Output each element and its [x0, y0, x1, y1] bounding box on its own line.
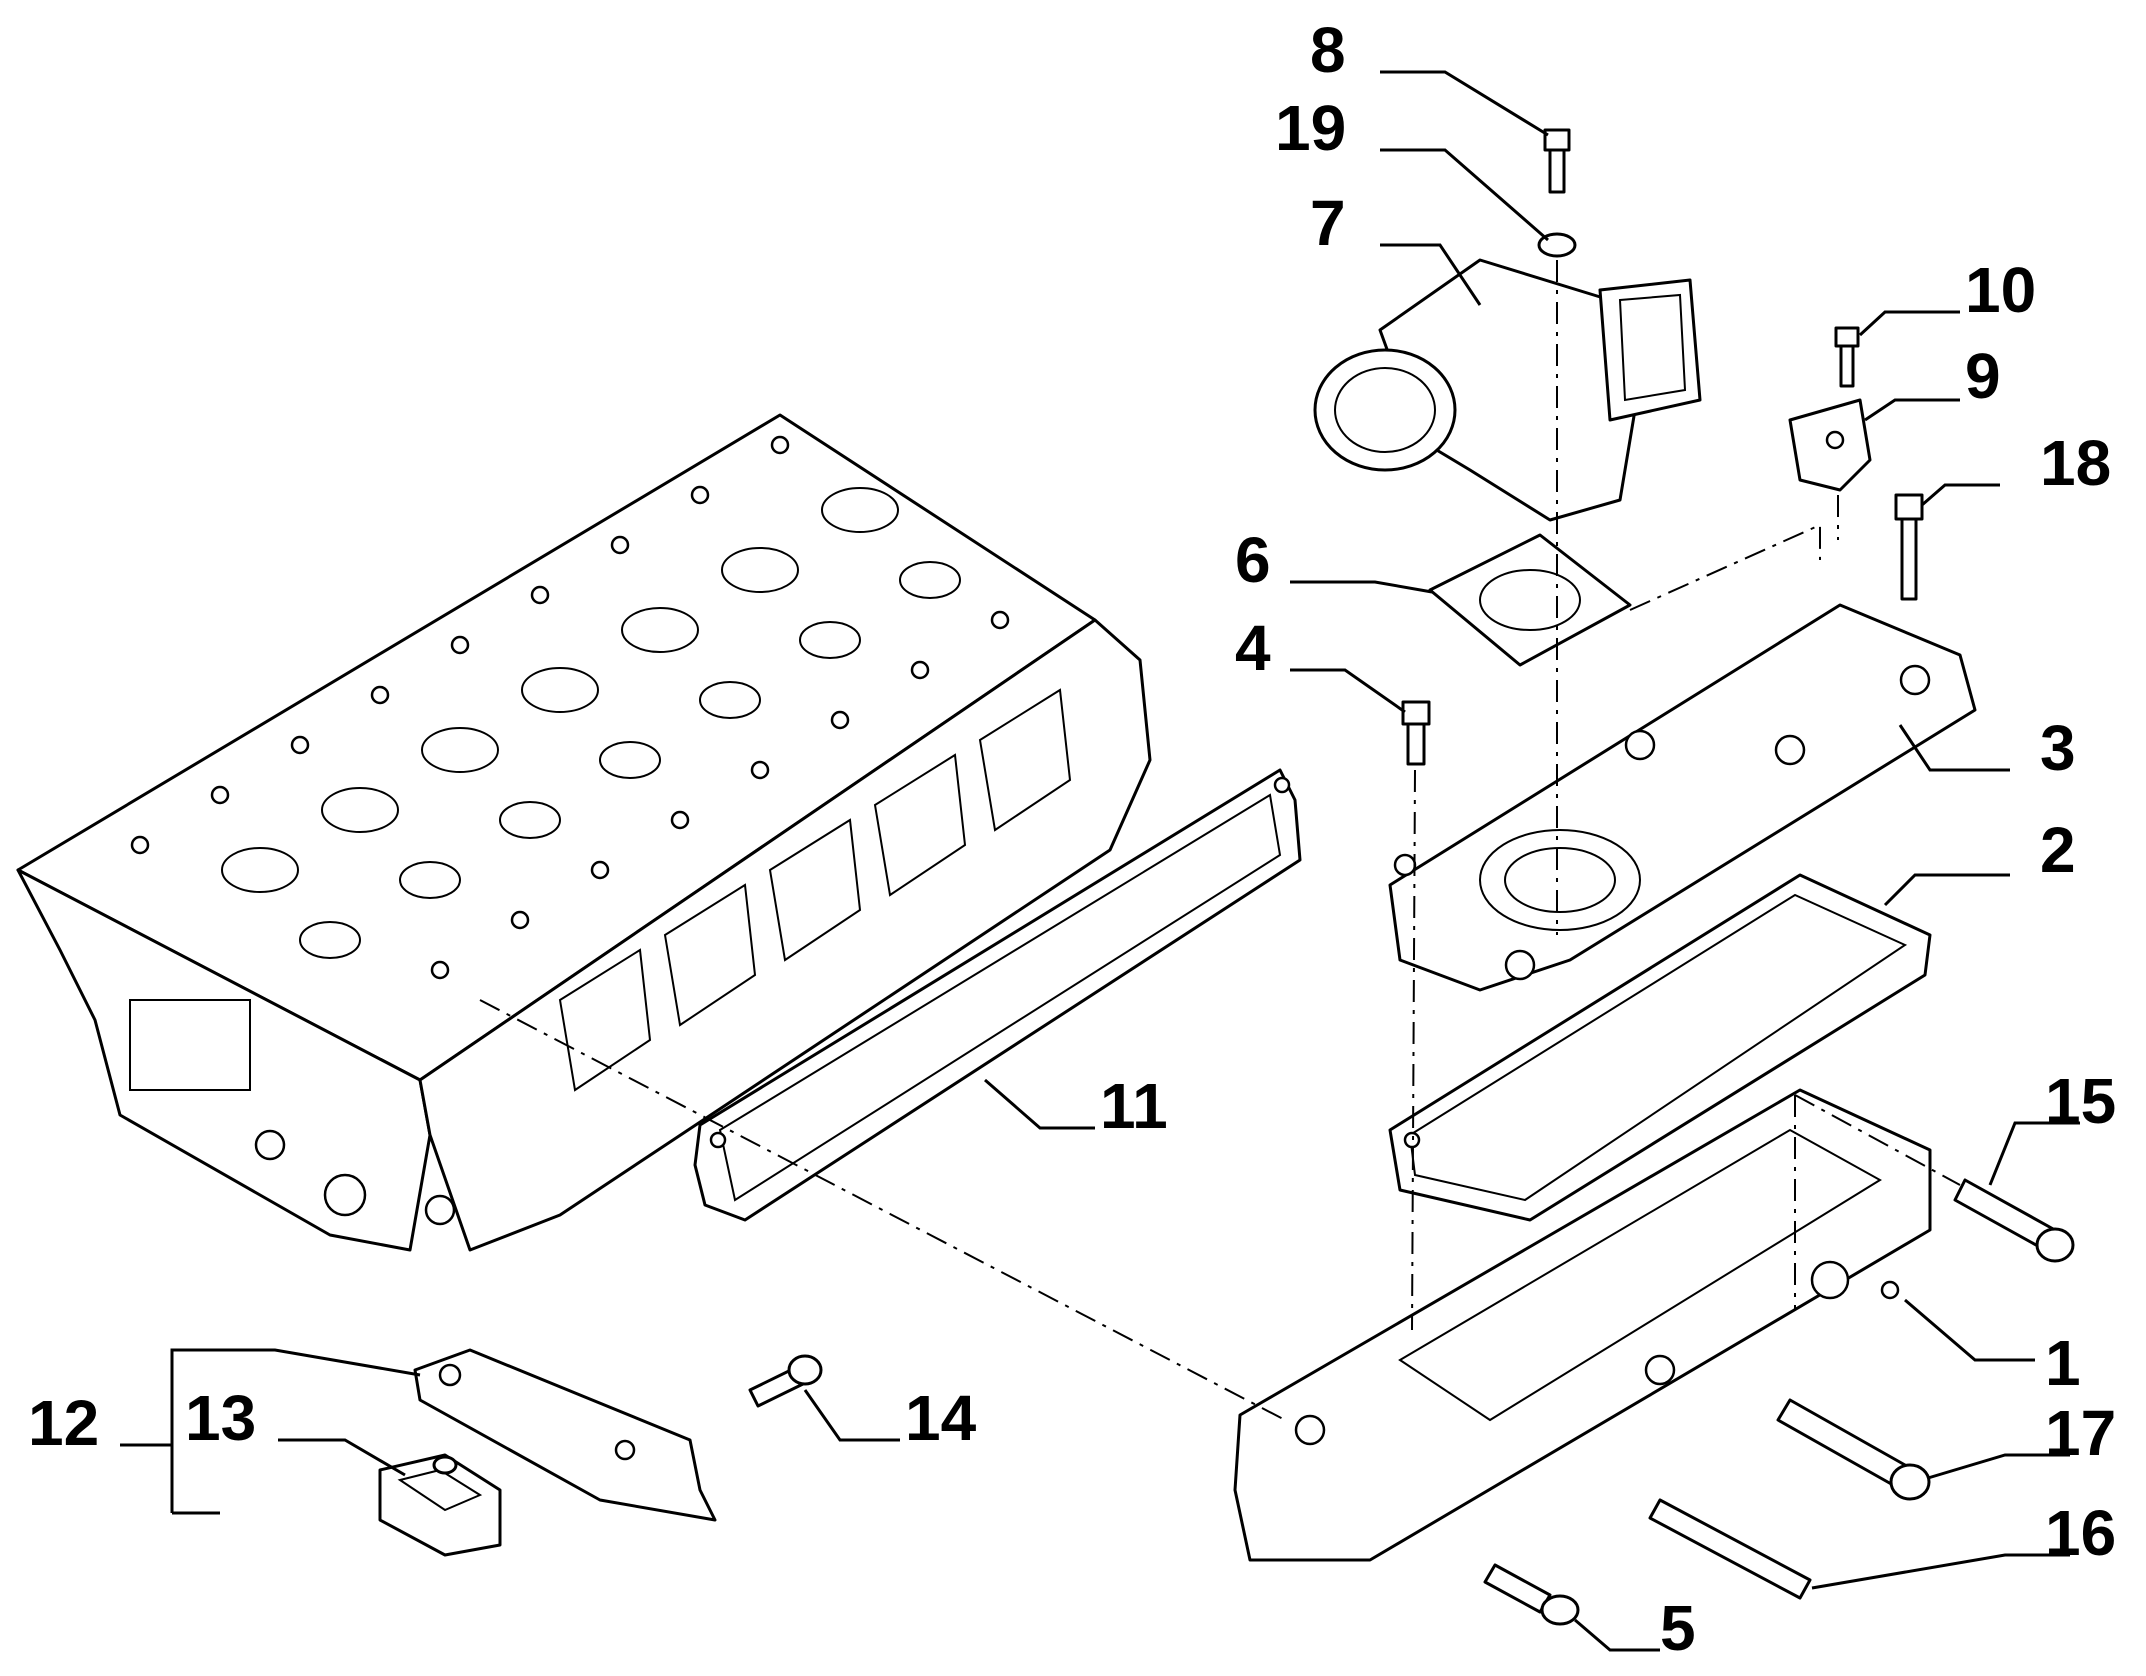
leader-19: [1380, 148, 1549, 242]
clip-13: [378, 1453, 502, 1557]
intake-ports: [558, 688, 1072, 1092]
leader-16: [1811, 1553, 2070, 1590]
leader-5: [1574, 1618, 1660, 1652]
callout-18: 18: [2040, 427, 2111, 499]
bracket-12: [413, 1348, 717, 1522]
intake-gasket-11: [693, 768, 1302, 1222]
callout-labels: 1 2 3 4 5 6 7 8 9 10 11 12 13 14 15 16 1…: [28, 14, 2116, 1664]
callout-2: 2: [2040, 814, 2076, 886]
leader-4: [1290, 668, 1406, 714]
leader-6: [1290, 580, 1433, 594]
bolt-17: [1776, 1398, 1931, 1501]
leader-17: [1927, 1453, 2070, 1480]
throttle-gasket-6: [1428, 533, 1632, 667]
cylinder-head: [16, 413, 1152, 1252]
bolts: [748, 128, 2075, 1626]
leader-10: [1858, 310, 1960, 337]
intake-manifold-1: [1233, 1088, 1932, 1562]
callout-14: 14: [905, 1382, 977, 1454]
bolt-5: [1483, 1563, 1580, 1626]
leader-lines: [120, 70, 2080, 1652]
callout-10: 10: [1965, 254, 2036, 326]
bolt-4: [1401, 700, 1431, 766]
bolt-8: [1543, 128, 1571, 194]
callout-5: 5: [1660, 1592, 1696, 1664]
throttle-body-7: [1313, 258, 1702, 522]
callout-11: 11: [1100, 1070, 1168, 1142]
intake-plenum-3: [1388, 603, 1977, 992]
leader-2: [1883, 873, 2010, 907]
leader-12: [120, 1348, 421, 1447]
callout-12: 12: [28, 1387, 99, 1459]
stud-16: [1648, 1498, 1812, 1600]
callout-3: 3: [2040, 712, 2076, 784]
leader-14: [803, 1389, 900, 1442]
leader-8: [1380, 70, 1549, 137]
bolt-14: [748, 1354, 823, 1408]
callout-13: 13: [185, 1382, 256, 1454]
sensor-9: [1788, 398, 1872, 492]
bolt-15: [1953, 1178, 2075, 1263]
valve-pockets: [221, 487, 961, 959]
callout-17: 17: [2045, 1397, 2116, 1469]
callout-15: 15: [2045, 1065, 2116, 1137]
callout-8: 8: [1310, 14, 1346, 86]
manifold-gasket-2: [1388, 873, 1932, 1222]
leader-18: [1921, 483, 2000, 507]
leader-13: [278, 1438, 406, 1477]
bolt-10: [1834, 326, 1860, 388]
callout-6: 6: [1235, 524, 1271, 596]
leader-1: [1904, 1298, 2035, 1362]
assembly-axes: [479, 260, 1961, 1421]
head-bolt-holes: [130, 435, 1010, 980]
leader-11: [984, 1078, 1095, 1130]
callout-1: 1: [2045, 1327, 2081, 1399]
leader-15: [1988, 1121, 2080, 1186]
leader-7: [1380, 243, 1482, 306]
callout-16: 16: [2045, 1497, 2116, 1569]
callout-7: 7: [1310, 187, 1346, 259]
bolt-18: [1894, 493, 1924, 601]
leader-9: [1864, 398, 1960, 422]
callout-9: 9: [1965, 340, 2001, 412]
leader-3: [1898, 724, 2010, 772]
callout-4: 4: [1235, 612, 1271, 684]
callout-19: 19: [1275, 92, 1346, 164]
